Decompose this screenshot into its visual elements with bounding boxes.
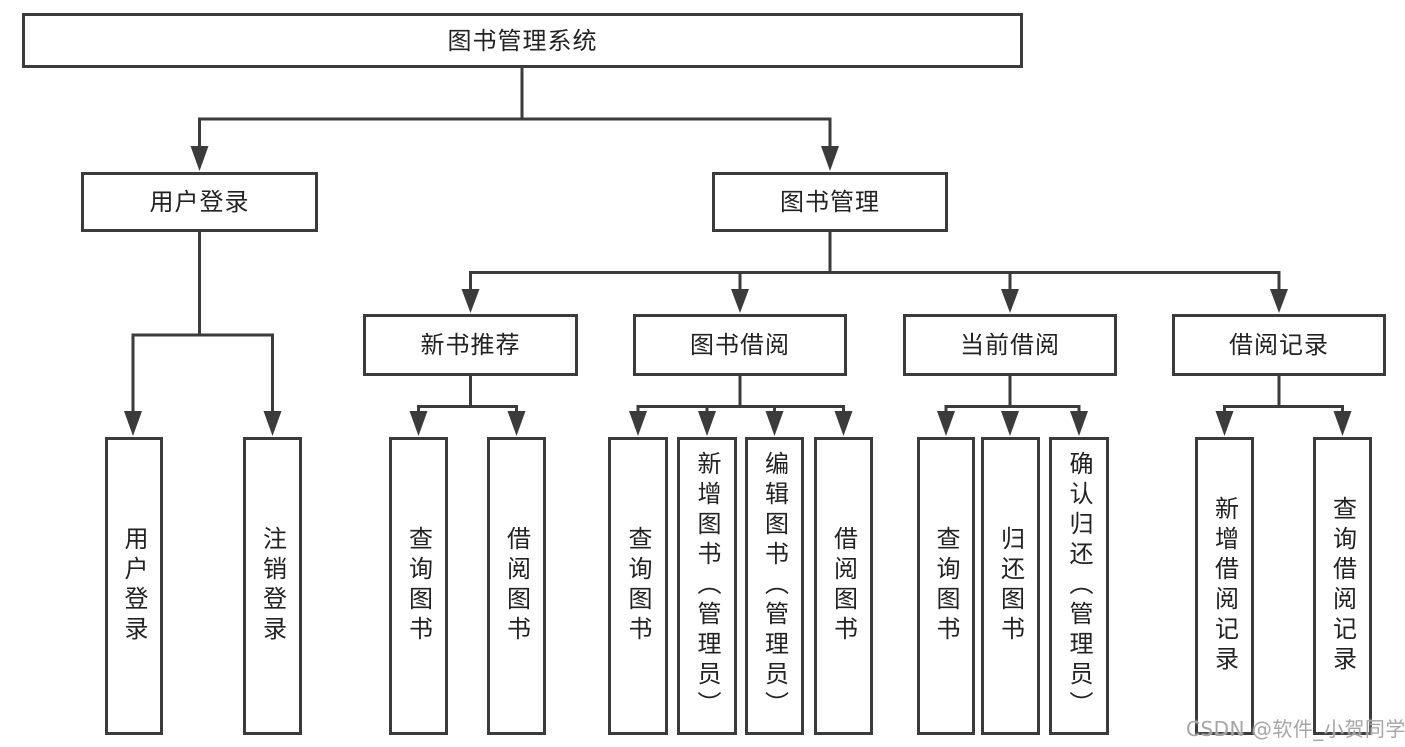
node-current-borrowing: 当前借阅 [903,314,1117,376]
node-logout-label: 注销登录 [258,526,287,646]
node-return-books: 归还图书 [981,437,1040,735]
connector-paths [131,68,1344,415]
node-query-books-recommend: 查询图书 [389,437,448,735]
node-query-books-current: 查询图书 [917,437,975,735]
node-borrow-books-borrowing-label: 借阅图书 [829,526,858,646]
node-add-books-admin-label: 新增图书（管理员） [693,451,721,721]
node-confirm-return-admin-label: 确认归还（管理员） [1065,451,1093,721]
node-confirm-return-admin: 确认归还（管理员） [1049,437,1109,735]
node-user-login: 用户登录 [81,172,318,232]
node-book-borrowing-label: 图书借阅 [690,331,790,359]
node-query-books-recommend-label: 查询图书 [404,526,433,646]
node-edit-books-admin: 编辑图书（管理员） [745,437,804,735]
node-book-management: 图书管理 [712,172,948,232]
node-new-book-recommendation: 新书推荐 [363,314,578,376]
node-borrow-books-recommend-label: 借阅图书 [502,526,531,646]
node-book-borrowing: 图书借阅 [633,314,847,376]
node-query-books-current-label: 查询图书 [932,526,960,646]
node-user-login-action: 用户登录 [105,437,163,735]
node-borrow-books-recommend: 借阅图书 [487,437,546,735]
arrowheads [124,146,1352,436]
node-system-root: 图书管理系统 [22,13,1023,68]
node-query-borrow-record: 查询借阅记录 [1313,437,1372,735]
node-return-books-label: 归还图书 [996,526,1025,646]
node-borrow-books-borrowing: 借阅图书 [814,437,873,735]
node-borrowing-records: 借阅记录 [1172,314,1386,376]
node-user-login-label: 用户登录 [149,188,250,216]
node-logout: 注销登录 [243,437,302,735]
node-current-borrowing-label: 当前借阅 [960,331,1060,359]
node-edit-books-admin-label: 编辑图书（管理员） [760,451,789,721]
watermark: CSDN @软件_小贺同学 [1186,717,1405,741]
node-query-borrow-record-label: 查询借阅记录 [1328,496,1357,676]
node-new-book-recommendation-label: 新书推荐 [420,331,521,359]
node-user-login-action-label: 用户登录 [120,526,148,646]
node-add-borrow-record: 新增借阅记录 [1195,437,1254,735]
node-system-root-label: 图书管理系统 [447,26,598,55]
node-book-management-label: 图书管理 [780,188,880,216]
node-borrowing-records-label: 借阅记录 [1229,331,1329,359]
node-add-books-admin: 新增图书（管理员） [677,437,737,735]
node-query-books-borrowing-label: 查询图书 [624,526,652,646]
node-query-books-borrowing: 查询图书 [608,437,668,735]
node-add-borrow-record-label: 新增借阅记录 [1210,496,1239,676]
